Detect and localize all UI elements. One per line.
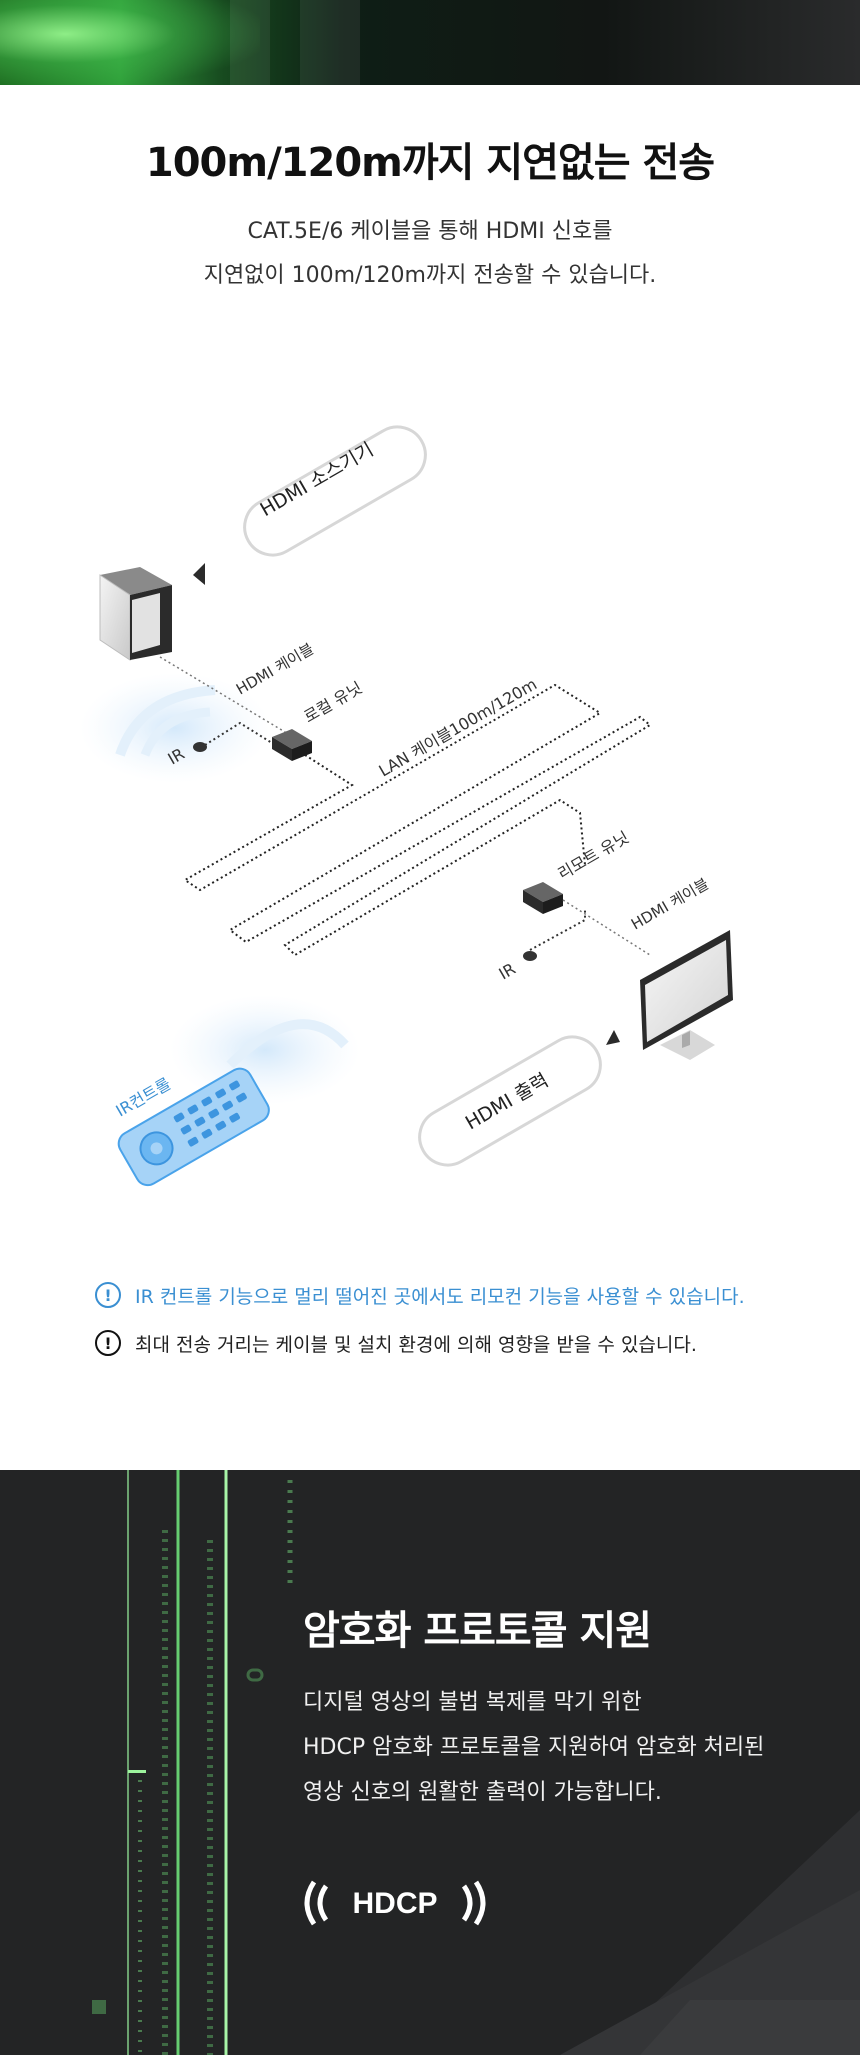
- connection-diagram: HDMI 소스기기 HDMI 케이블 로컬 유닛 IR LAN 케이블100m/…: [80, 425, 733, 1187]
- hdmi-cable-top-line: [159, 656, 291, 736]
- banner-stripe: [230, 0, 270, 85]
- transmission-description: CAT.5E/6 케이블을 통해 HDMI 신호를 지연없이 100m/120m…: [0, 210, 860, 298]
- hdmi-cable-bottom-label: HDMI 케이블: [628, 875, 712, 934]
- hdcp-description: 디지털 영상의 불법 복제를 막기 위한 HDCP 암호화 프로토콜을 지원하여…: [303, 1680, 764, 1815]
- ir-wave-bottom: [170, 995, 360, 1105]
- ir-bottom-label: IR: [496, 959, 519, 983]
- ir-sensor-top-icon: [193, 742, 207, 752]
- monitor-icon: [640, 930, 733, 1060]
- ir-cable-bottom: [529, 910, 586, 951]
- lan-cable-label: LAN 케이블100m/120m: [376, 674, 541, 780]
- ir-wave-top: [80, 673, 270, 783]
- ir-remote-note-text: IR 컨트롤 기능으로 멀리 떨어진 곳에서도 리모컨 기능을 사용할 수 있습…: [135, 1285, 745, 1308]
- ir-cable-top: [204, 721, 273, 746]
- hdcp-background-art: [0, 1470, 860, 2055]
- hdmi-cable-bottom-line: [562, 899, 651, 956]
- pc-icon: [99, 567, 172, 661]
- remote-control-icon: [117, 1067, 270, 1187]
- local-unit-label: 로컬 유닛: [301, 678, 366, 726]
- hdcp-logo-text: HDCP: [352, 1887, 437, 1920]
- transmission-title: 100m/120m까지 지연없는 전송: [145, 140, 715, 186]
- top-banner-image: [0, 0, 860, 85]
- hdmi-cable-top-label: HDMI 케이블: [233, 640, 317, 699]
- transmission-desc-line-2: 지연없이 100m/120m까지 전송할 수 있습니다.: [203, 263, 657, 288]
- hdcp-logo: HDCP: [304, 1880, 486, 1926]
- hdcp-title: 암호화 프로토콜 지원: [303, 1608, 652, 1654]
- banner-glow: [0, 0, 260, 85]
- remote-unit-label: 리모트 유닛: [555, 828, 633, 884]
- distance-note: ! 최대 전송 거리는 케이블 및 설치 환경에 의해 영향을 받을 수 있습니…: [95, 1325, 697, 1361]
- ir-sensor-bottom-icon: [523, 951, 537, 961]
- remote-unit-icon: [523, 882, 563, 914]
- info-circle-icon: !: [95, 1282, 121, 1308]
- warning-circle-icon: !: [95, 1330, 121, 1356]
- hdcp-desc-line-3: 영상 신호의 원활한 출력이 가능합니다.: [303, 1780, 662, 1805]
- hdcp-desc-line-1: 디지털 영상의 불법 복제를 막기 위한: [303, 1690, 642, 1715]
- hdcp-desc-line-2: HDCP 암호화 프로토콜을 지원하여 암호화 처리된: [303, 1735, 765, 1760]
- hdmi-output-bubble: [418, 1030, 620, 1167]
- local-unit-icon: [272, 729, 312, 761]
- ir-remote-note: ! IR 컨트롤 기능으로 멀리 떨어진 곳에서도 리모컨 기능을 사용할 수 …: [95, 1277, 745, 1313]
- hdmi-source-bubble: [193, 425, 427, 585]
- hdcp-section: 암호화 프로토콜 지원 디지털 영상의 불법 복제를 막기 위한 HDCP 암호…: [0, 1470, 860, 2055]
- banner-stripe: [300, 0, 360, 85]
- distance-note-text: 최대 전송 거리는 케이블 및 설치 환경에 의해 영향을 받을 수 있습니다.: [135, 1333, 697, 1356]
- transmission-desc-line-1: CAT.5E/6 케이블을 통해 HDMI 신호를: [247, 219, 613, 244]
